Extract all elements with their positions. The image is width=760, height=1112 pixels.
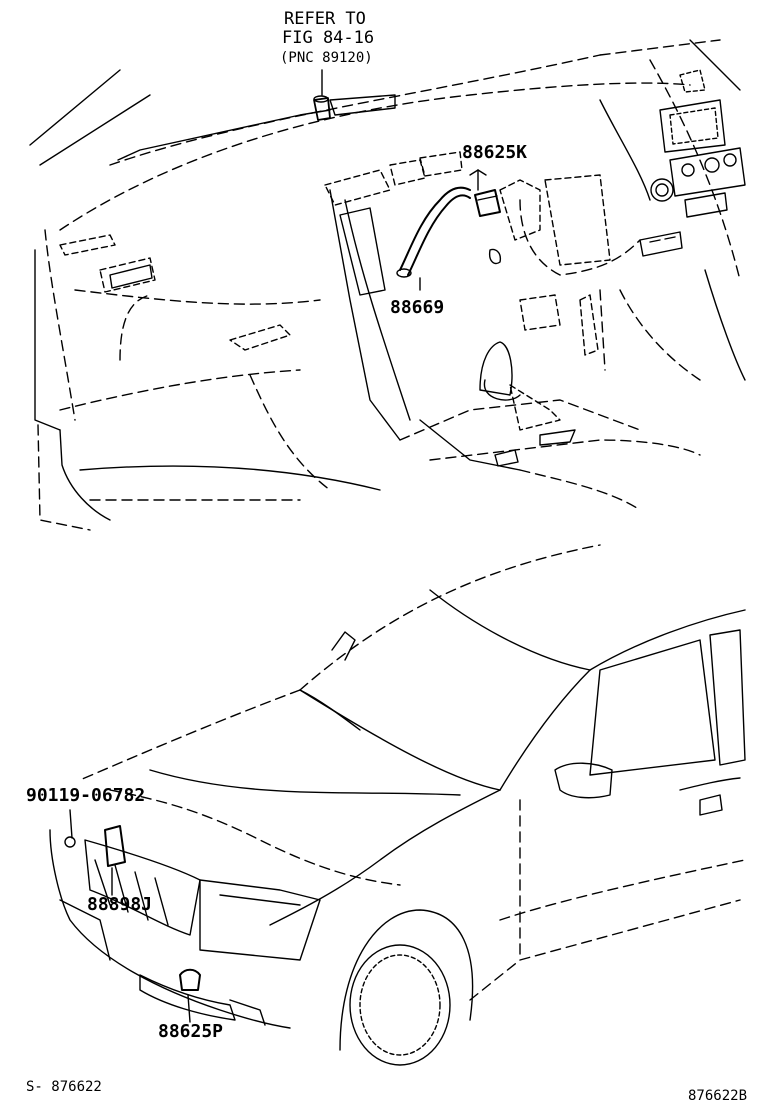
interior-dashboard-illustration: [29, 39, 746, 531]
footer-right-code: 876622B: [688, 1088, 748, 1104]
reference-line-2: FIG 84-16: [282, 28, 375, 48]
part-label-88669: 88669: [390, 297, 445, 318]
reference-line-1: REFER TO: [284, 9, 366, 29]
reference-line-3: (PNC 89120): [280, 50, 373, 66]
part-label-88898j: 88898J: [87, 894, 153, 915]
footer-left-code: S- 876622: [26, 1079, 102, 1095]
part-label-90119-06782: 90119-06782: [26, 785, 146, 806]
car-exterior-illustration: [49, 544, 746, 1066]
part-label-88625p: 88625P: [158, 1021, 224, 1042]
part-label-88625k: 88625K: [462, 142, 528, 163]
